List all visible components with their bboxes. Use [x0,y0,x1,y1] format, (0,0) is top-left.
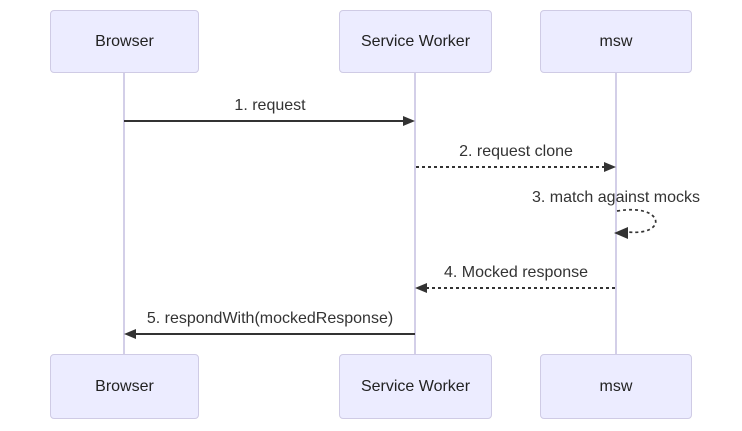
message-label-3: 3. match against mocks [531,189,701,206]
actor-bottom-service-worker: Service Worker [339,354,492,419]
message-label-4: 4. Mocked response [443,264,589,281]
lifeline-msw [615,73,617,354]
actor-bottom-msw: msw [540,354,692,419]
arrowhead-right-icon [604,162,616,172]
message-line-5 [135,333,415,335]
actor-top-msw: msw [540,10,692,73]
actor-label-msw: msw [599,377,633,395]
lifeline-service-worker [414,73,416,354]
message-label-5: 5. respondWith(mockedResponse) [146,310,394,327]
actor-label-msw: msw [599,32,633,50]
lifeline-browser [123,73,125,354]
self-loop-arrow-icon [614,208,657,239]
actor-label-browser: Browser [95,377,154,395]
message-label-1: 1. request [234,97,306,114]
actor-label-browser: Browser [95,32,154,50]
actor-bottom-browser: Browser [50,354,199,419]
arrowhead-left-icon [124,329,136,339]
message-line-2 [416,166,606,168]
actor-label-service-worker: Service Worker [360,377,471,395]
arrowhead-left-icon [415,283,427,293]
message-label-2: 2. request clone [459,143,573,160]
actor-top-browser: Browser [50,10,199,73]
message-line-1 [124,120,406,122]
arrowhead-right-icon [403,116,415,126]
actor-top-service-worker: Service Worker [339,10,492,73]
actor-label-service-worker: Service Worker [360,32,471,50]
message-line-4 [426,287,616,289]
